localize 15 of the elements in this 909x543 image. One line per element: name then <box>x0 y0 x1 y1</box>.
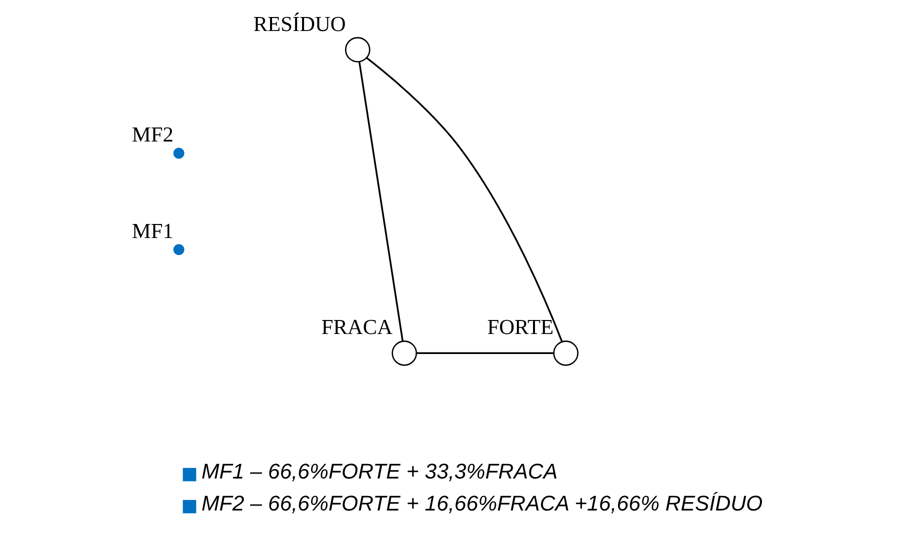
node-circle <box>172 148 184 159</box>
connector <box>358 62 404 342</box>
node-circle <box>552 340 578 366</box>
node-label: RESÍDUO <box>252 12 346 36</box>
legend-label: MF2 – 66,6%FORTE + 16,66%FRACA +16,66% RESÍDUO <box>201 491 762 516</box>
node-label: FRACA <box>320 315 392 340</box>
connector <box>416 352 554 354</box>
node-label: MF2 <box>131 122 173 147</box>
node-circle <box>344 37 370 62</box>
node-label: FORTE <box>486 315 554 340</box>
legend-label: MF1 – 66,6%FORTE + 33,3%FRACA <box>201 459 558 484</box>
connector <box>366 57 562 342</box>
node-circle <box>172 244 184 256</box>
node-label: MF1 <box>131 218 173 243</box>
node-circle <box>391 340 417 366</box>
